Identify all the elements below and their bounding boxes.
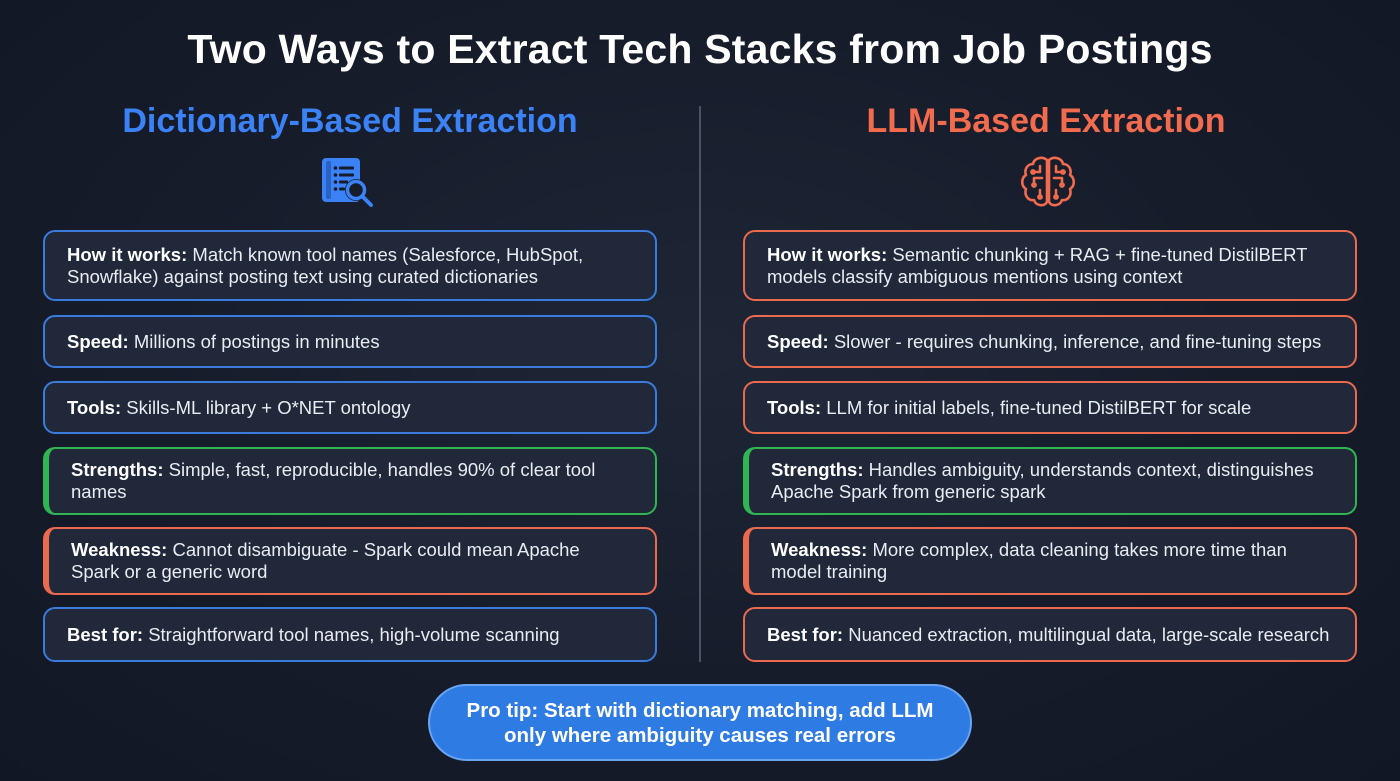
card-label: Speed: — [767, 330, 829, 352]
card-label: Best for: — [67, 623, 144, 645]
dictionary-tools-card: Tools: Skills-ML library + O*NET ontolog… — [43, 381, 657, 434]
dictionary-heading: Dictionary-Based Extraction — [122, 102, 578, 140]
card-label: Strengths: — [771, 459, 864, 480]
dictionary-best-for-card: Best for: Straightforward tool names, hi… — [43, 607, 657, 662]
document-search-icon — [322, 158, 373, 207]
card-label: Best for: — [767, 623, 844, 645]
llm-how-it-works-card: How it works: Semantic chunking + RAG + … — [743, 230, 1357, 301]
card-text: Handles ambiguity, understands context, … — [771, 459, 1314, 502]
card-label: Strengths: — [71, 459, 164, 480]
card-label: Weakness: — [71, 539, 168, 560]
brain-circuit-icon — [1020, 156, 1076, 207]
page-title: Two Ways to Extract Tech Stacks from Job… — [187, 26, 1213, 72]
llm-weakness-card: Weakness: More complex, data cleaning ta… — [743, 527, 1357, 595]
llm-strengths-card: Strengths: Handles ambiguity, understand… — [743, 447, 1357, 515]
card-label: Tools: — [767, 396, 822, 418]
card-label: How it works: — [67, 243, 188, 265]
column-divider — [699, 106, 701, 662]
llm-best-for-card: Best for: Nuanced extraction, multilingu… — [743, 607, 1357, 662]
dictionary-weakness-card: Weakness: Cannot disambiguate - Spark co… — [43, 527, 657, 595]
llm-tools-card: Tools: LLM for initial labels, fine-tune… — [743, 381, 1357, 434]
card-label: Weakness: — [771, 539, 868, 560]
card-label: How it works: — [767, 243, 888, 265]
card-text: More complex, data cleaning takes more t… — [771, 539, 1287, 582]
card-text: Semantic chunking + RAG + fine-tuned Dis… — [767, 243, 1308, 287]
card-label: Tools: — [67, 396, 122, 418]
card-text: Cannot disambiguate - Spark could mean A… — [71, 539, 580, 582]
card-text: Nuanced extraction, multilingual data, l… — [848, 623, 1330, 645]
card-text: LLM for initial labels, fine-tuned Disti… — [826, 396, 1252, 418]
llm-speed-card: Speed: Slower - requires chunking, infer… — [743, 315, 1357, 368]
card-text: Millions of postings in minutes — [133, 330, 380, 352]
card-text: Slower - requires chunking, inference, a… — [833, 330, 1322, 352]
card-text: Straightforward tool names, high-volume … — [148, 623, 560, 645]
dictionary-strengths-card: Strengths: Simple, fast, reproducible, h… — [43, 447, 657, 515]
card-text: Skills-ML library + O*NET ontology — [126, 396, 411, 418]
dictionary-speed-card: Speed: Millions of postings in minutes — [43, 315, 657, 368]
card-text: Match known tool names (Salesforce, HubS… — [67, 243, 584, 287]
card-text: Simple, fast, reproducible, handles 90% … — [71, 459, 596, 502]
dictionary-how-it-works-card: How it works: Match known tool names (Sa… — [43, 230, 657, 301]
pro-tip-banner: Pro tip: Start with dictionary matching,… — [428, 684, 972, 761]
llm-heading: LLM-Based Extraction — [866, 102, 1226, 140]
card-label: Speed: — [67, 330, 129, 352]
